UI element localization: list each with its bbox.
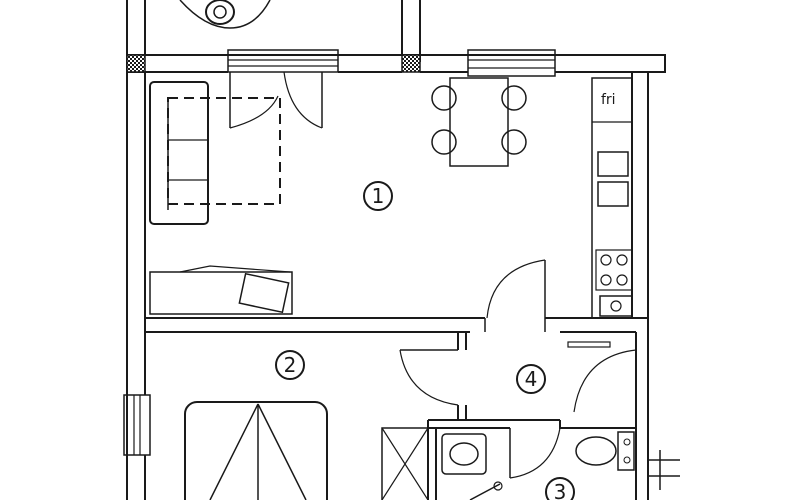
- washbasin-icon: [441, 433, 487, 475]
- balcony: [126, 0, 421, 62]
- balcony-chair-icon: [205, 0, 235, 25]
- chair-icon: [431, 85, 527, 155]
- column-left: [126, 54, 146, 73]
- interior-walls: [145, 317, 648, 500]
- fridge-label: fri: [601, 92, 616, 108]
- door-bathroom: [509, 427, 561, 479]
- balcony-door: [229, 71, 323, 129]
- room-number-4: 4: [525, 367, 538, 391]
- door-hall: [486, 259, 546, 319]
- window-right: [648, 450, 680, 490]
- door-room-2: [399, 349, 459, 406]
- bed: [184, 401, 328, 500]
- room-number-2: 2: [284, 353, 297, 377]
- dining-table: [431, 77, 527, 167]
- oven-icon: [599, 295, 633, 317]
- hall-shelf: [567, 341, 611, 348]
- room-number-3: 3: [554, 480, 567, 500]
- column-middle: [401, 54, 421, 73]
- window-top-left: [227, 49, 339, 73]
- toilet-icon: [575, 431, 635, 471]
- stove-icon: [595, 249, 633, 291]
- room-marker-2: 2: [275, 350, 305, 380]
- window-top-right: [467, 49, 556, 77]
- sofa: [149, 81, 209, 225]
- wardrobe: [381, 427, 429, 500]
- room-marker-1: 1: [363, 181, 393, 211]
- shower-icon: [469, 481, 503, 500]
- sink-icon: [597, 151, 629, 207]
- kitchen-counter: [591, 77, 633, 319]
- coffee-table-rug: [167, 97, 281, 205]
- door-entrance: [573, 349, 637, 413]
- room-marker-3: 3: [545, 477, 575, 500]
- room-marker-4: 4: [516, 364, 546, 394]
- desk: [149, 265, 293, 315]
- window-left: [123, 394, 151, 456]
- room-number-1: 1: [372, 184, 385, 208]
